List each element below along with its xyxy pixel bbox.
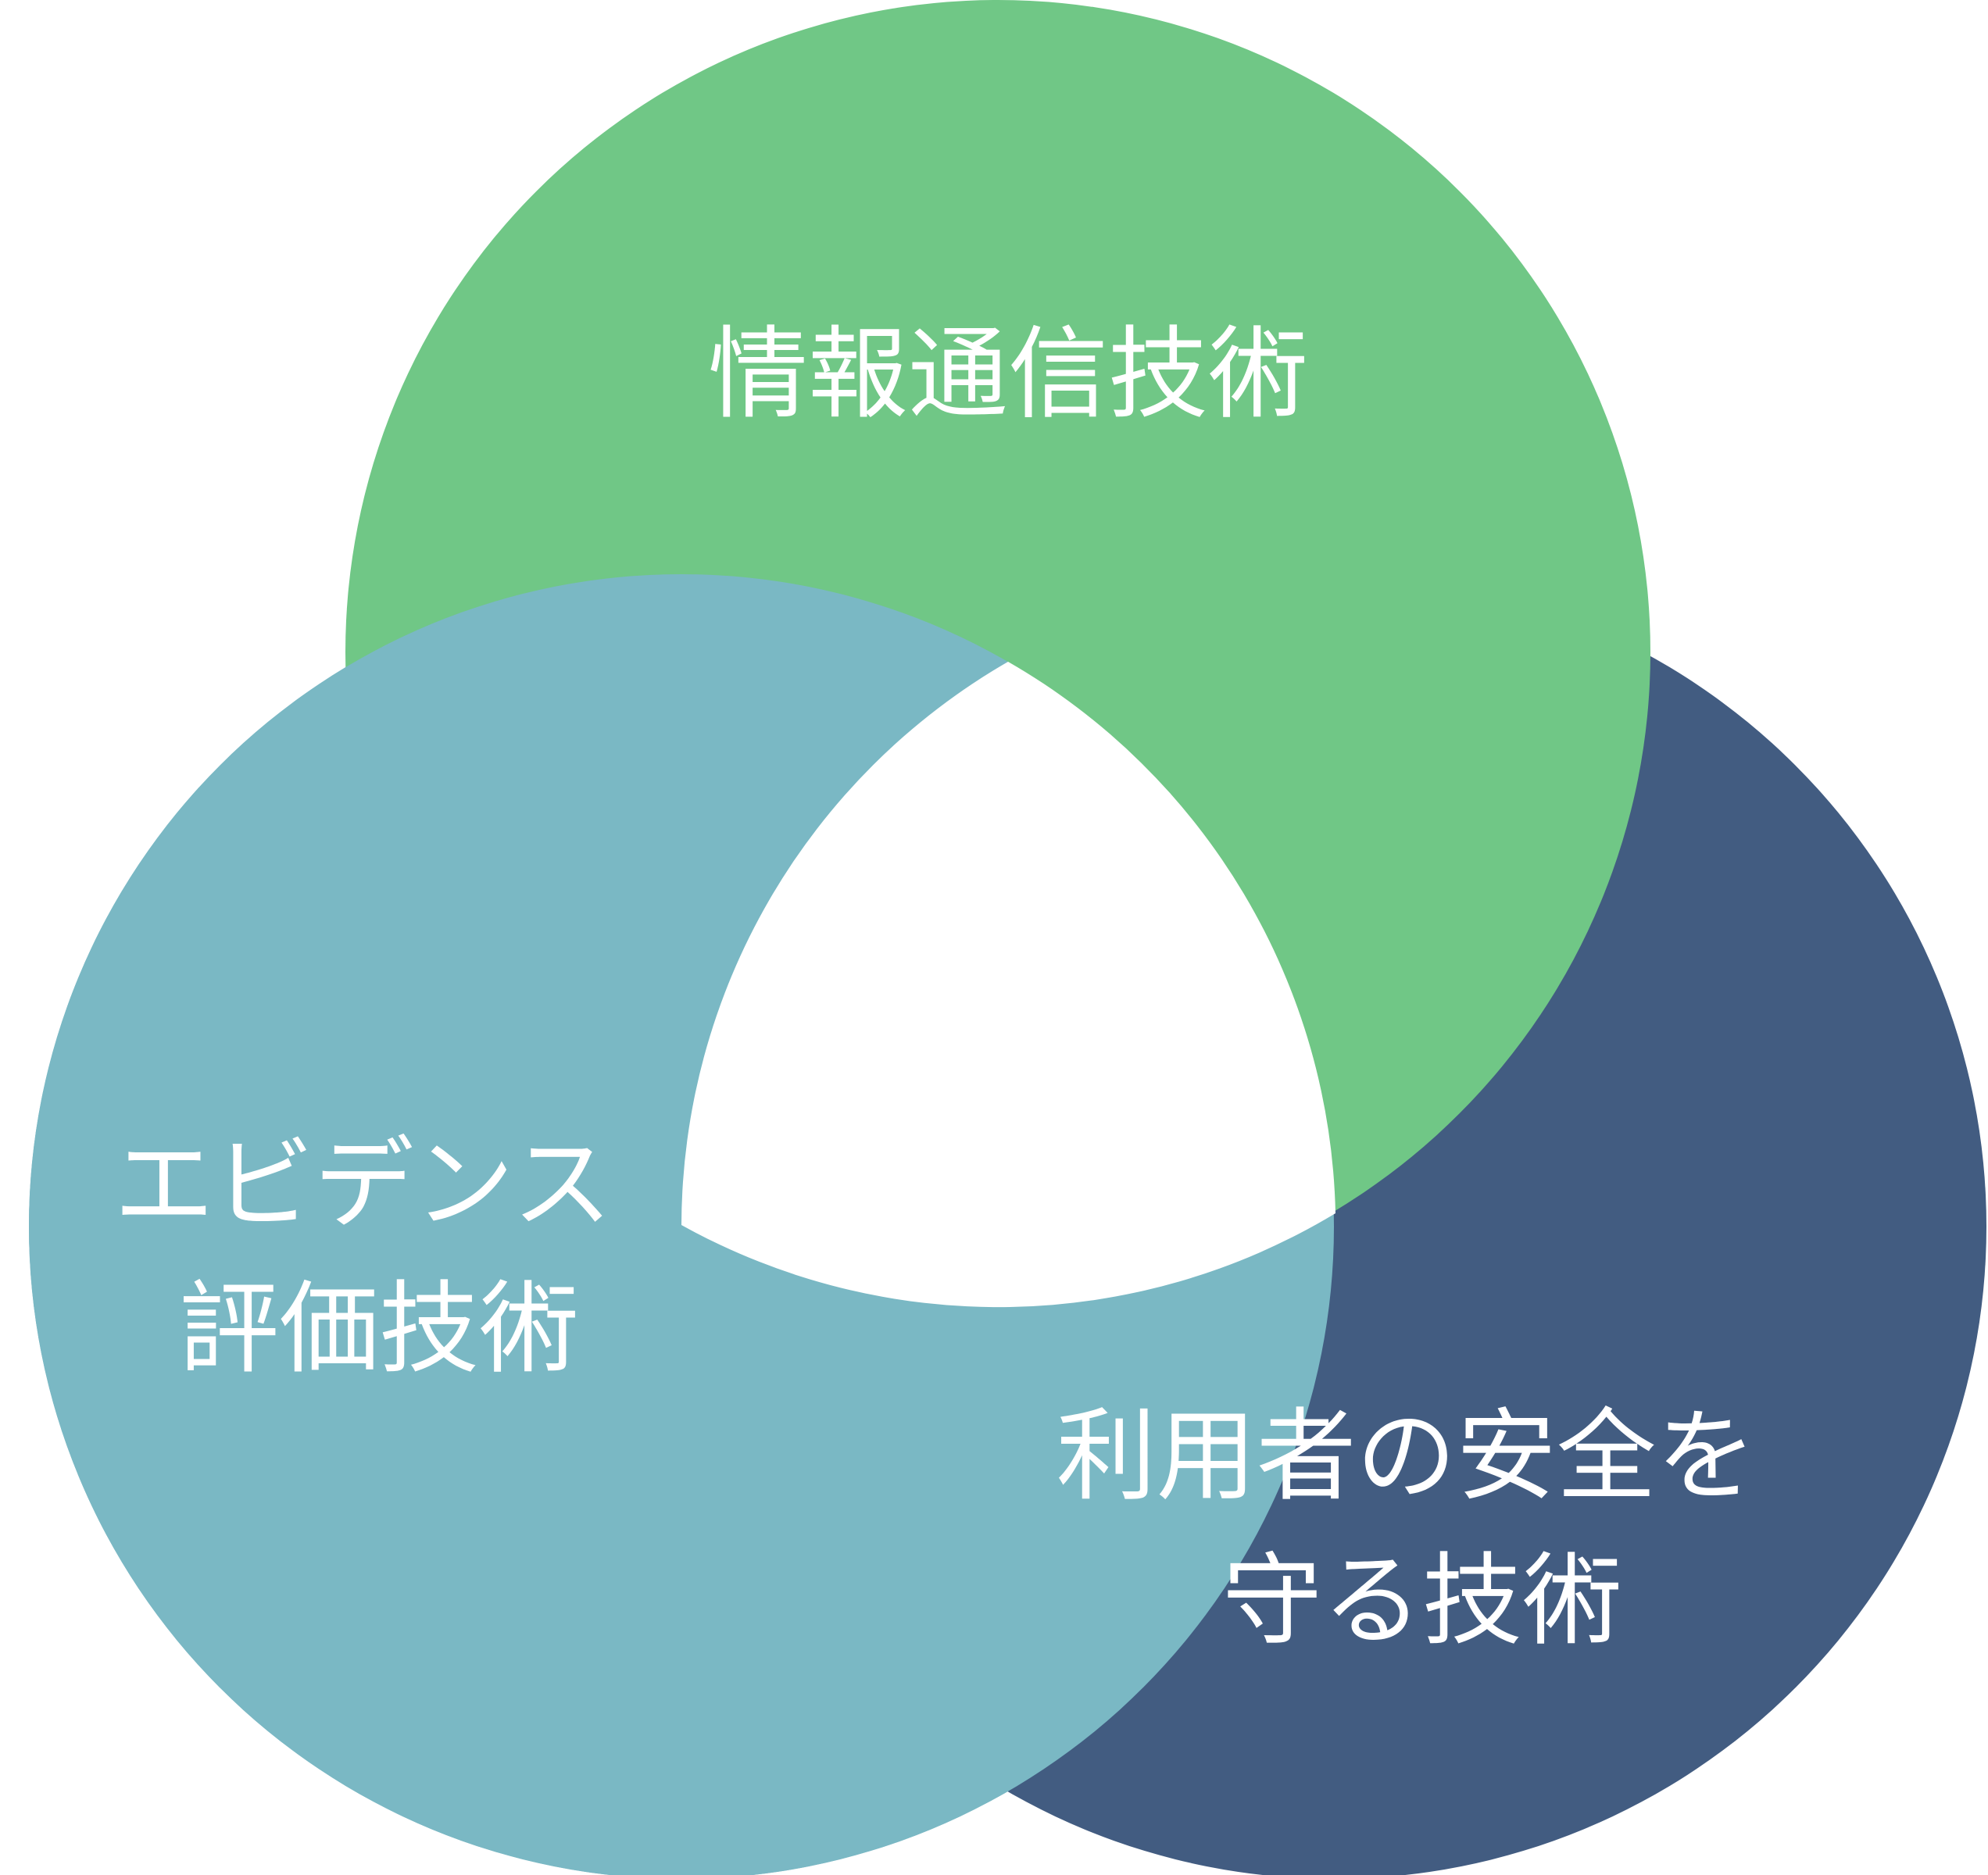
circle-label-safety: 利用者の安全を 守る技術 bbox=[1057, 1398, 1789, 1659]
label-line: エビデンス bbox=[114, 1127, 612, 1243]
circle-label-ict: 情報通信技術 bbox=[708, 316, 1308, 433]
label-line: 守る技術 bbox=[1222, 1543, 1622, 1659]
circle-label-evidence: エビデンス 評価技術 bbox=[114, 1127, 644, 1388]
label-line: 評価技術 bbox=[179, 1271, 579, 1388]
center-intersection bbox=[681, 662, 1335, 1308]
label-line: 情報通信技術 bbox=[708, 316, 1308, 433]
label-line: 利用者の安全を bbox=[1057, 1398, 1757, 1515]
